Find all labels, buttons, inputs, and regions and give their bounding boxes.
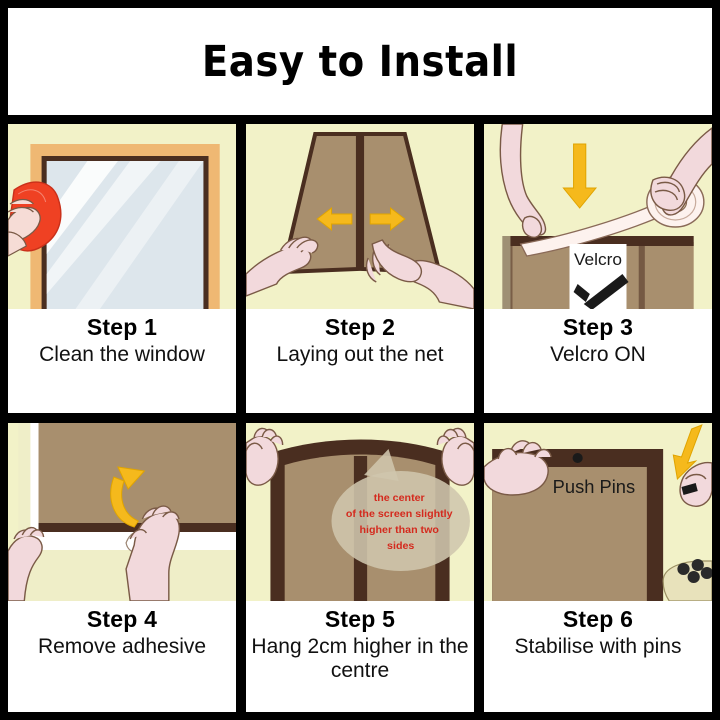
velcro-card-label: Velcro bbox=[574, 249, 622, 269]
arrow-right bbox=[369, 206, 406, 232]
step-label: Step 3 bbox=[562, 314, 634, 340]
steps-grid: Step 1 Clean the window bbox=[8, 124, 712, 712]
step-panel-5: the center of the screen slightly higher… bbox=[246, 423, 474, 712]
hand-left bbox=[246, 427, 284, 486]
stabilise-with-pins-illustration: Push Pins bbox=[484, 423, 712, 601]
step-label: Step 2 bbox=[324, 314, 396, 340]
clean-window-illustration bbox=[8, 124, 236, 309]
velcro-card: Velcro bbox=[569, 244, 629, 309]
hand-right bbox=[436, 427, 474, 486]
bubble-line-4: sides bbox=[387, 540, 414, 552]
hand-left bbox=[499, 124, 547, 238]
step-description: Remove adhesive bbox=[37, 635, 207, 659]
step-description: Velcro ON bbox=[550, 343, 646, 367]
step-caption-1: Step 1 Clean the window bbox=[8, 309, 236, 413]
step-description: Laying out the net bbox=[276, 343, 444, 367]
step-panel-1: Step 1 Clean the window bbox=[8, 124, 236, 413]
hand-left bbox=[484, 440, 552, 496]
title-bar: Easy to Install bbox=[8, 8, 712, 115]
step-panel-6: Push Pins bbox=[484, 423, 712, 712]
bubble-line-2: of the screen slightly bbox=[346, 508, 453, 520]
step-label: Step 5 bbox=[324, 606, 396, 632]
step-caption-5: Step 5 Hang 2cm higher in the centre bbox=[246, 601, 474, 712]
hand-left bbox=[8, 526, 45, 601]
curved-arrow bbox=[110, 466, 146, 528]
step-caption-4: Step 4 Remove adhesive bbox=[8, 601, 236, 712]
remove-adhesive-illustration bbox=[8, 423, 236, 601]
arrow-down bbox=[672, 424, 703, 481]
step-panel-3: Velcro Step 3 Velcro ON bbox=[484, 124, 712, 413]
arrow-down bbox=[562, 143, 598, 209]
speech-bubble: the center of the screen slightly higher… bbox=[331, 449, 470, 571]
step-label: Step 4 bbox=[86, 606, 158, 632]
hang-higher-illustration: the center of the screen slightly higher… bbox=[246, 423, 474, 601]
hand-left bbox=[246, 236, 319, 297]
push-pin bbox=[572, 453, 583, 463]
page-title: Easy to Install bbox=[201, 36, 519, 87]
svg-text:the center of th: the center of the screen slightly higher… bbox=[346, 492, 456, 552]
velcro-on-illustration: Velcro bbox=[484, 124, 712, 309]
step-caption-2: Step 2 Laying out the net bbox=[246, 309, 474, 413]
step-description: Hang 2cm higher in the centre bbox=[251, 635, 469, 682]
bubble-line-3: higher than two bbox=[360, 524, 440, 536]
step-caption-3: Step 3 Velcro ON bbox=[484, 309, 712, 413]
pin-bowl bbox=[662, 559, 712, 601]
bubble-line-1: the center bbox=[374, 492, 425, 504]
hand-right bbox=[650, 127, 712, 216]
arrow-left bbox=[316, 206, 353, 232]
step-panel-2: Step 2 Laying out the net bbox=[246, 124, 474, 413]
step-label: Step 6 bbox=[562, 606, 634, 632]
push-pins-label: Push Pins bbox=[553, 477, 635, 497]
step-description: Stabilise with pins bbox=[514, 635, 682, 659]
hand-right bbox=[365, 239, 474, 309]
step-label: Step 1 bbox=[86, 314, 158, 340]
step-caption-6: Step 6 Stabilise with pins bbox=[484, 601, 712, 712]
laying-out-net-illustration bbox=[246, 124, 474, 309]
hand-right bbox=[125, 505, 181, 601]
step-panel-4: Step 4 Remove adhesive bbox=[8, 423, 236, 712]
step-description: Clean the window bbox=[39, 343, 205, 367]
